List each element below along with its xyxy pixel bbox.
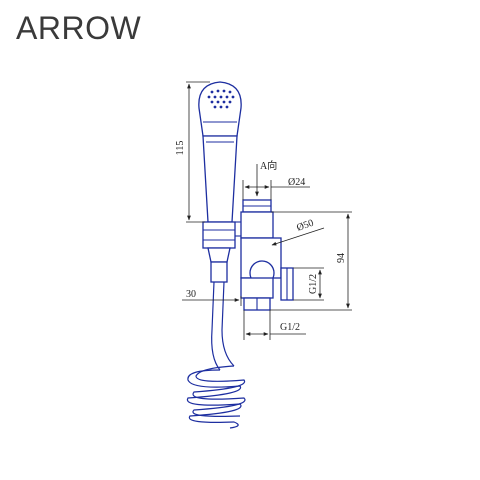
- dimension-thread-side: G1/2: [293, 267, 324, 301]
- dim-g12-bottom-label: G1/2: [280, 322, 300, 333]
- dim-30-label: 30: [186, 289, 196, 300]
- dim-dia50-label: Ø50: [295, 218, 315, 234]
- coiled-hose: [186, 281, 246, 429]
- dim-115-label: 115: [175, 141, 186, 156]
- dimension-115: 115: [175, 81, 210, 223]
- dim-94-label: 94: [336, 253, 347, 263]
- dim-g12-side-label: G1/2: [308, 274, 319, 294]
- dimension-94: 94: [270, 211, 352, 311]
- dimension-30: 30: [182, 289, 242, 306]
- view-a-indicator: A向: [255, 159, 277, 197]
- brand-logo: ARROW: [16, 10, 142, 46]
- dimension-thread-bottom: G1/2: [243, 310, 306, 340]
- dimension-dia-24: Ø24: [242, 177, 310, 200]
- dim-dia24-label: Ø24: [288, 177, 305, 188]
- handshower-handle: [202, 135, 238, 283]
- handshower-head: [198, 81, 242, 137]
- spray-holes: [207, 89, 235, 109]
- valve-body: [235, 199, 294, 311]
- view-a-label: A向: [260, 159, 277, 172]
